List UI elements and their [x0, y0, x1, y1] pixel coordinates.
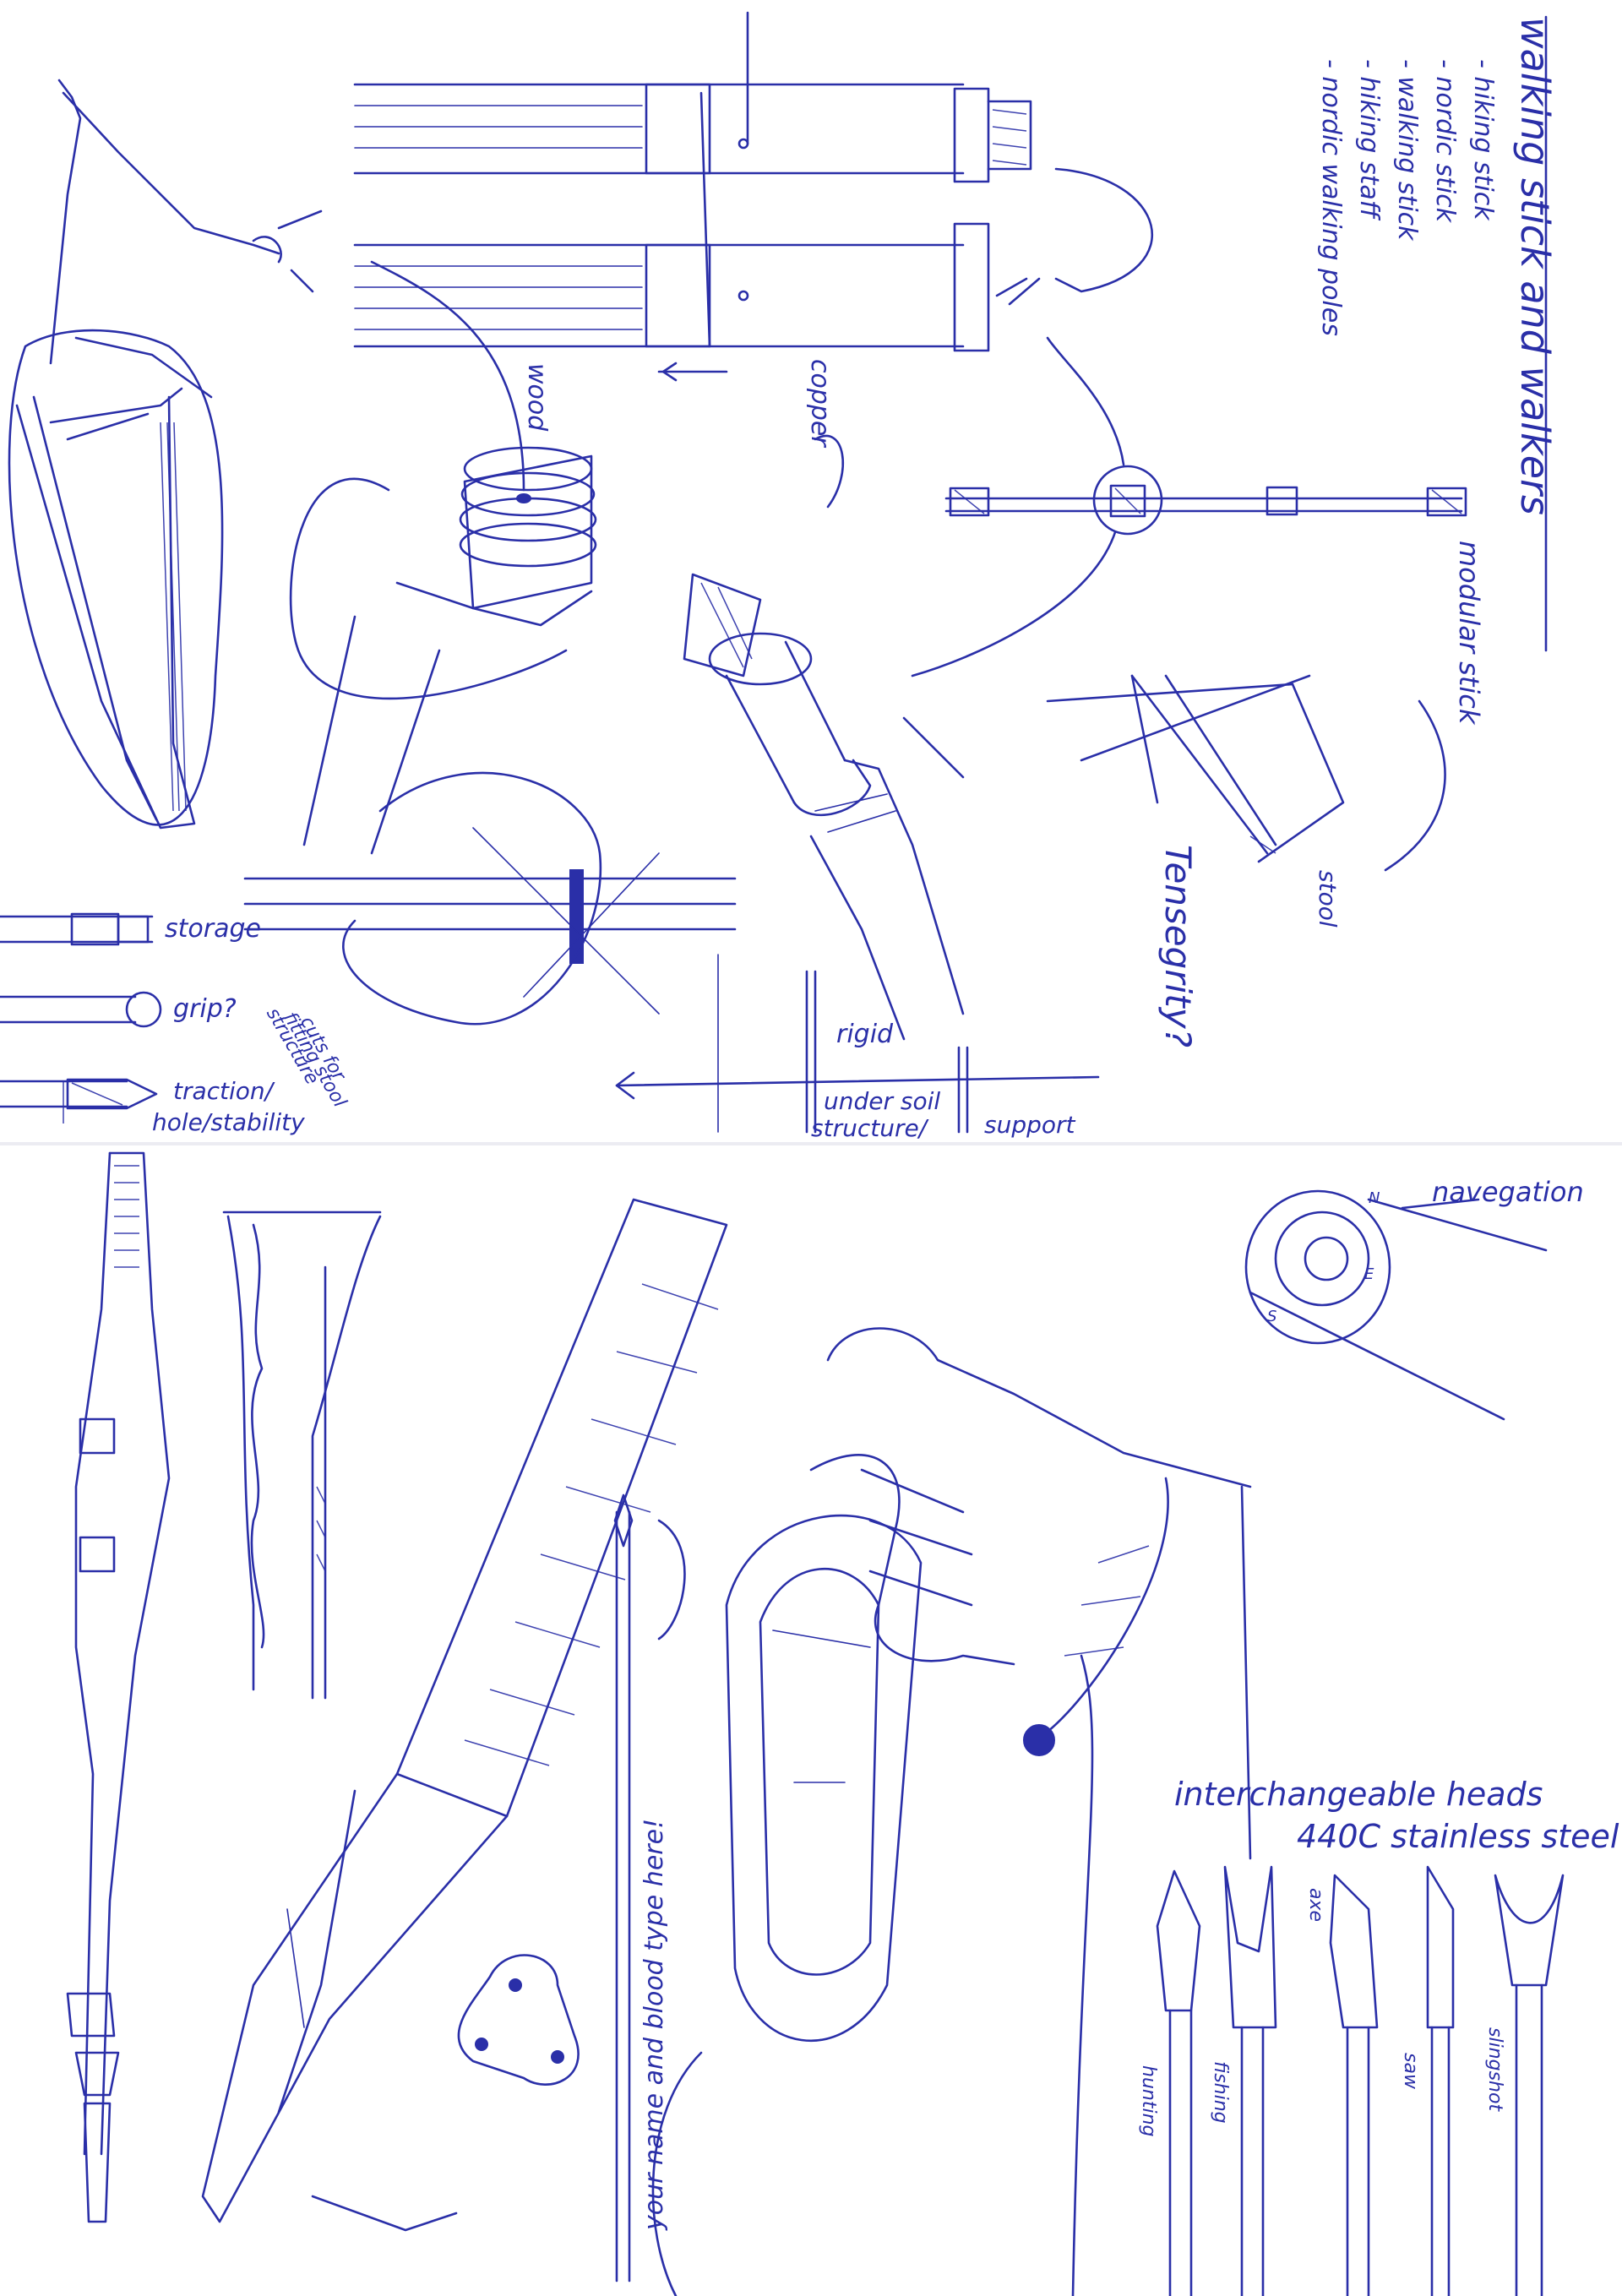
tall-stick-sketch [66, 1151, 171, 2223]
modular-stick-sketch [911, 336, 1467, 677]
stool-label: stool [1314, 870, 1342, 928]
wood-label: wood [522, 363, 552, 432]
blade-profile-sketch [222, 1211, 382, 1700]
pipe-section-sketches [353, 11, 1154, 382]
interchangeable-heads-material: 440C stainless steel [1297, 1818, 1619, 1855]
compass-s-letter: S [1267, 1308, 1277, 1325]
compass-e-letter: E [1364, 1265, 1374, 1283]
traction-label: traction/ [173, 1077, 274, 1105]
under-soil-label: under soil [824, 1087, 941, 1115]
copper-fitting-sketch [683, 434, 965, 1041]
grip-label: grip? [173, 994, 237, 1024]
copper-label: copper [805, 359, 835, 447]
synonym-hiking-staff: - hiking staff [1354, 59, 1384, 219]
dog-tag-sketch [311, 1954, 580, 2232]
support-diagram-sketch [615, 954, 1100, 1134]
modular-stick-label: modular stick [1453, 541, 1485, 725]
head-fishing-label: fishing [1210, 2061, 1231, 2124]
knife-handle-sketch [201, 1198, 728, 2223]
navigation-label: navegation [1432, 1176, 1584, 1208]
synonym-walking-stick: - walking stick [1392, 59, 1422, 241]
capsule-sketch [651, 1514, 923, 2296]
synonym-nordic-stick: - nordic stick [1430, 59, 1460, 223]
hole-stability-label: hole/stability [152, 1108, 305, 1136]
cut-section-sketch [243, 771, 737, 1026]
compass-n-letter: N [1369, 1189, 1380, 1207]
wood-bolt-sketch [289, 260, 597, 855]
tensegrity-label: Tensegrity? [1157, 845, 1199, 1047]
tensegrity-stool-sketch [1046, 674, 1446, 872]
structure-label: structure/ [811, 1114, 928, 1142]
head-axe-label: axe [1305, 1888, 1326, 1923]
page-fold [0, 1142, 1622, 1145]
interchangeable-heads-sketch [1156, 1865, 1565, 2296]
folding-walker-sketch [8, 79, 323, 830]
tip-options-sketch [0, 912, 162, 1124]
synonym-hiking-stick: - hiking stick [1468, 59, 1498, 220]
dog-tag-note: your name and blood type here! [640, 1818, 669, 2230]
rigid-label: rigid [836, 1020, 894, 1049]
hand-grip-sketch [809, 1327, 1252, 2296]
page-title: walking stick and walkers [1512, 17, 1558, 515]
head-slingshot-label: slingshot [1484, 2027, 1505, 2112]
synonym-nordic-poles: - nordic walking poles [1316, 59, 1346, 336]
interchangeable-heads-title: interchangeable heads [1174, 1776, 1543, 1813]
head-saw-label: saw [1400, 2053, 1421, 2089]
compass-sketch [1244, 1189, 1548, 1421]
head-hunting-label: hunting [1138, 2065, 1159, 2137]
spear-sketch [613, 1493, 686, 2282]
storage-label: storage [165, 914, 261, 944]
support-label: support [984, 1111, 1075, 1139]
